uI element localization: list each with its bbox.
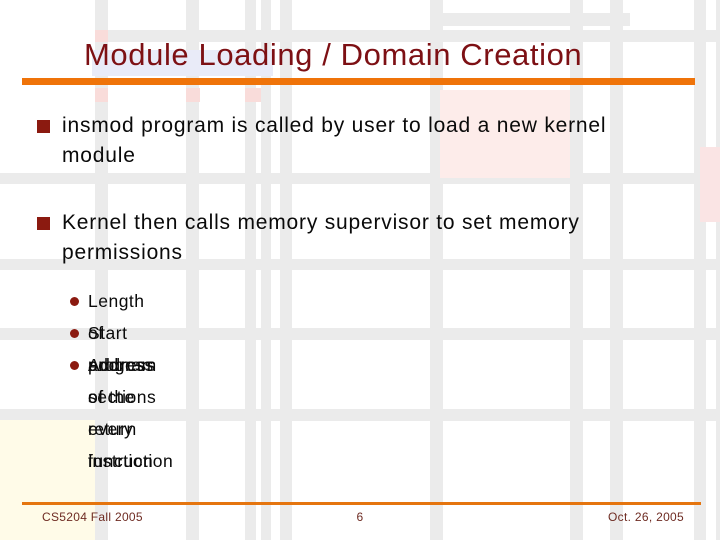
sub-bullet-text: Length of program sections [88,291,157,407]
grid-bar-vertical [716,0,720,540]
sub-bullet-item: Start address of every function [70,317,154,477]
pink-accent-rect [700,147,720,222]
grid-bar-horizontal [0,409,720,421]
bullet-dot-marker [70,329,79,338]
grid-bar-vertical [280,0,292,540]
bullet-item: Kernel then calls memory supervisor to s… [37,208,634,268]
title-highlight-tint [92,50,273,76]
grid-bar-horizontal [0,328,720,340]
grid-bar-vertical [570,0,583,540]
grid-bar-vertical [186,0,199,540]
grid-bar-horizontal [95,30,720,42]
sub-bullet-text: Start address of every function [88,323,154,471]
bullet-text: insmod program is called by user to load… [62,114,607,167]
footer-date-label: Oct. 26, 2005 [608,510,684,524]
bullet-dot-marker [70,297,79,306]
grid-bar-vertical [430,0,443,540]
grid-bar-vertical [261,0,271,540]
bullet-item: insmod program is called by user to load… [37,111,634,171]
pink-accent-cell [186,88,200,102]
title-underline-rule [22,78,695,85]
grid-bar-horizontal [430,13,630,26]
sub-bullet-item: Length of program sections [70,285,157,413]
cream-accent-rect [0,420,95,540]
bullet-dot-marker [70,361,79,370]
grid-bar-horizontal [0,173,720,184]
grid-bar-vertical [610,0,623,540]
sub-bullet-text: Address of the return instruction [88,355,174,471]
sub-bullet-item: Address of the return instruction [70,349,173,477]
bullet-square-marker [37,120,50,133]
bullet-square-marker [37,217,50,230]
pink-accent-cell [95,30,108,42]
footer-course-label: CS5204 Fall 2005 [42,510,143,524]
grid-bar-vertical [95,0,108,540]
pink-accent-cell [245,88,261,102]
grid-bar-horizontal [0,259,720,270]
footer-page-number: 6 [356,510,364,524]
pink-accent-cell [95,88,108,102]
slide-title: Module Loading / Domain Creation [84,37,583,72]
bullet-text: Kernel then calls memory supervisor to s… [62,211,580,264]
pink-accent-rect [440,90,570,178]
grid-bar-vertical [694,0,706,540]
grid-bar-vertical [245,0,256,540]
footer-rule [22,502,701,505]
